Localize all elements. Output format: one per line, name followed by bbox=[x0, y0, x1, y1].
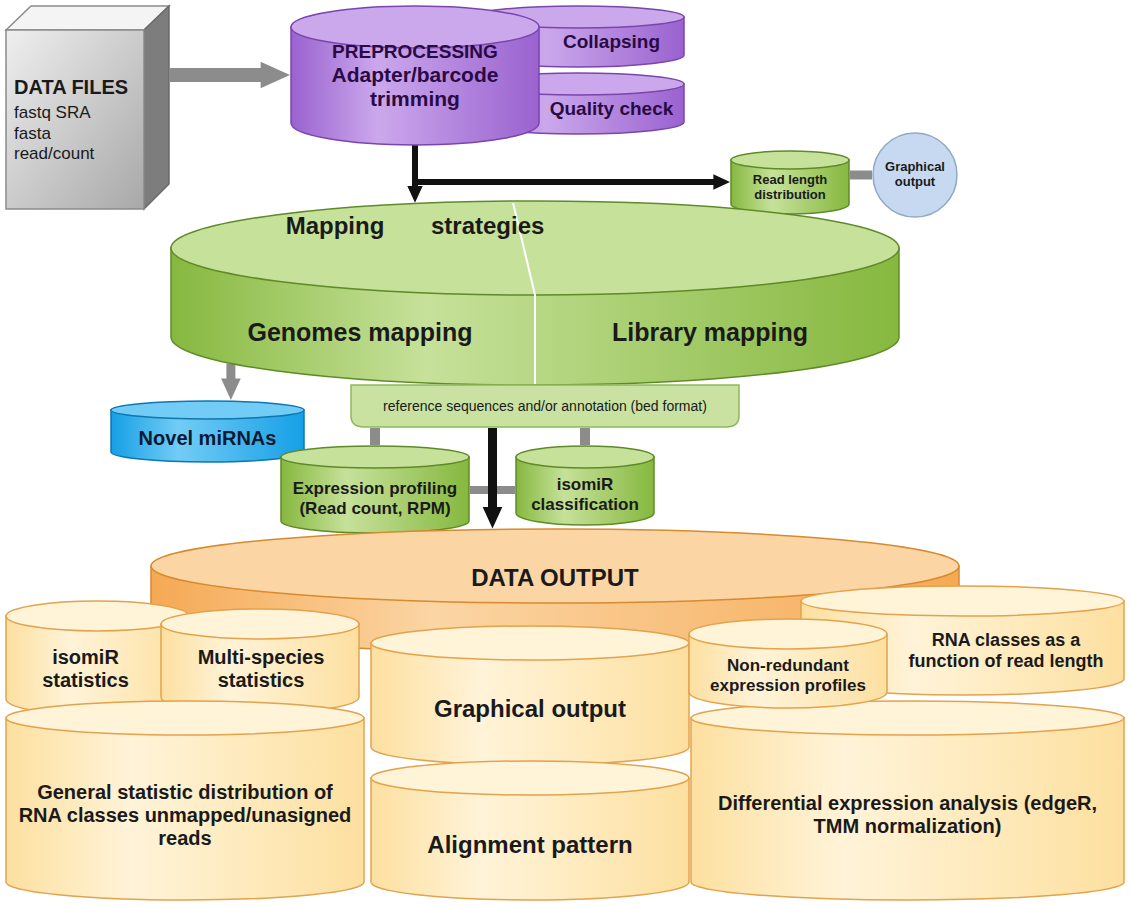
node-title: Graphical output bbox=[880, 160, 950, 190]
connector-line bbox=[370, 428, 380, 445]
novel-cylinder: Novel miRNAs bbox=[110, 400, 305, 462]
output-cylinder: Differential expression analysis (edgeR,… bbox=[690, 700, 1125, 900]
text-holder: Quality check bbox=[546, 90, 677, 128]
connector bbox=[221, 364, 241, 400]
connector bbox=[375, 428, 376, 445]
connector-line bbox=[488, 428, 497, 508]
connector-line bbox=[850, 171, 872, 180]
preprocessing-cylinder: PREPROCESSINGAdapter/barcode trimming bbox=[290, 5, 540, 145]
connector-line bbox=[415, 145, 714, 182]
text-holder: isomiR classification bbox=[521, 469, 649, 521]
text-holder: Graphical output bbox=[378, 661, 682, 757]
arrow-head bbox=[221, 379, 241, 400]
isomir-cylinder: isomiR classification bbox=[515, 445, 655, 525]
output-cylinder: Non-redundant expression profiles bbox=[688, 618, 888, 708]
output-cylinder: Graphical output bbox=[370, 625, 690, 765]
node-body: fastq SRA fasta read/count bbox=[14, 103, 94, 164]
node-title: Expression profiling (Read count, RPM) bbox=[286, 479, 464, 518]
node-title: Alignment pattern bbox=[427, 831, 632, 859]
text-holder: Novel miRNAs bbox=[116, 418, 299, 458]
node-title: isomiR classification bbox=[521, 475, 649, 514]
connector bbox=[170, 62, 290, 89]
expression-cylinder: Expression profiling (Read count, RPM) bbox=[280, 445, 470, 533]
genome-mapping-label: Genomes mapping bbox=[200, 295, 520, 370]
text-holder: Multi-species statistics bbox=[170, 642, 352, 695]
node-outline bbox=[370, 625, 690, 765]
node-title: Novel miRNAs bbox=[139, 427, 277, 450]
node-title: Graphical output bbox=[434, 695, 626, 723]
connector bbox=[483, 428, 503, 528]
text-holder: isomiR statistics bbox=[11, 634, 160, 703]
text-holder: Read length distribution bbox=[734, 166, 846, 210]
connector-line bbox=[226, 364, 235, 380]
node-title: Non-redundant expression profiles bbox=[696, 656, 880, 695]
node-title: General statistic distribution of RNA cl… bbox=[15, 781, 355, 850]
node-title: Read length distribution bbox=[734, 173, 846, 203]
connector bbox=[850, 175, 872, 176]
library-mapping-label: Library mapping bbox=[550, 295, 870, 370]
arrow-head bbox=[713, 174, 730, 189]
node-title: Differential expression analysis (edgeR,… bbox=[700, 792, 1115, 838]
text-holder: Expression profiling (Read count, RPM) bbox=[286, 469, 464, 529]
text-holder: Mapping strategies bbox=[170, 212, 660, 240]
reference-band: reference sequences and/or annotation (b… bbox=[350, 384, 740, 428]
node-title: Collapsing bbox=[563, 31, 660, 53]
output-cylinder: Multi-species statistics bbox=[160, 608, 360, 713]
node-body: Adapter/barcode trimming bbox=[300, 63, 530, 111]
connector bbox=[415, 145, 730, 190]
node-title: Library mapping bbox=[612, 318, 808, 347]
connector bbox=[585, 428, 586, 445]
output-cylinder: General statistic distribution of RNA cl… bbox=[5, 700, 365, 900]
node-title: isomiR statistics bbox=[11, 646, 160, 692]
length-cylinder: Read length distribution bbox=[730, 150, 850, 214]
arrow-head bbox=[261, 62, 290, 89]
text-holder: Graphical output bbox=[880, 140, 950, 210]
node-title: Mapping strategies bbox=[286, 212, 545, 240]
node-title: PREPROCESSING bbox=[332, 41, 498, 63]
data-files-box: DATA FILES fastq SRA fasta read/count bbox=[5, 5, 170, 210]
node-outline bbox=[370, 760, 690, 900]
text-holder: Alignment pattern bbox=[378, 798, 682, 892]
connector-line bbox=[580, 428, 590, 445]
text-holder: reference sequences and/or annotation (b… bbox=[360, 387, 730, 425]
text-holder: PREPROCESSINGAdapter/barcode trimming bbox=[300, 17, 530, 135]
text-holder: DATA OUTPUT bbox=[160, 562, 950, 593]
node-title: Multi-species statistics bbox=[170, 646, 352, 692]
text-holder: Collapsing bbox=[546, 23, 677, 61]
text-holder: Non-redundant expression profiles bbox=[696, 650, 880, 702]
output-cylinder: Alignment pattern bbox=[370, 760, 690, 900]
node-title: DATA FILES bbox=[14, 76, 128, 99]
text-holder: Library mapping bbox=[554, 299, 866, 366]
node-title: Genomes mapping bbox=[247, 318, 472, 347]
node-title: reference sequences and/or annotation (b… bbox=[383, 398, 707, 414]
text-holder: DATA FILES fastq SRA fasta read/count bbox=[14, 41, 138, 200]
node-title: RNA classes as a function of read length bbox=[895, 630, 1117, 671]
arrow-head bbox=[407, 186, 422, 203]
node-title: DATA OUTPUT bbox=[471, 564, 639, 592]
text-holder: RNA classes as a function of read length bbox=[895, 617, 1117, 685]
connector-line bbox=[170, 68, 262, 82]
node-title: Quality check bbox=[550, 98, 674, 120]
text-holder: General statistic distribution of RNA cl… bbox=[15, 740, 355, 890]
mapping-cylinder: Mapping strategiesGenomes mapping Library… bbox=[170, 200, 900, 385]
text-holder: Genomes mapping bbox=[204, 299, 516, 366]
text-holder: Differential expression analysis (edgeR,… bbox=[700, 740, 1115, 890]
graphical-circle: Graphical output bbox=[872, 132, 958, 218]
arrow-head bbox=[483, 507, 503, 528]
